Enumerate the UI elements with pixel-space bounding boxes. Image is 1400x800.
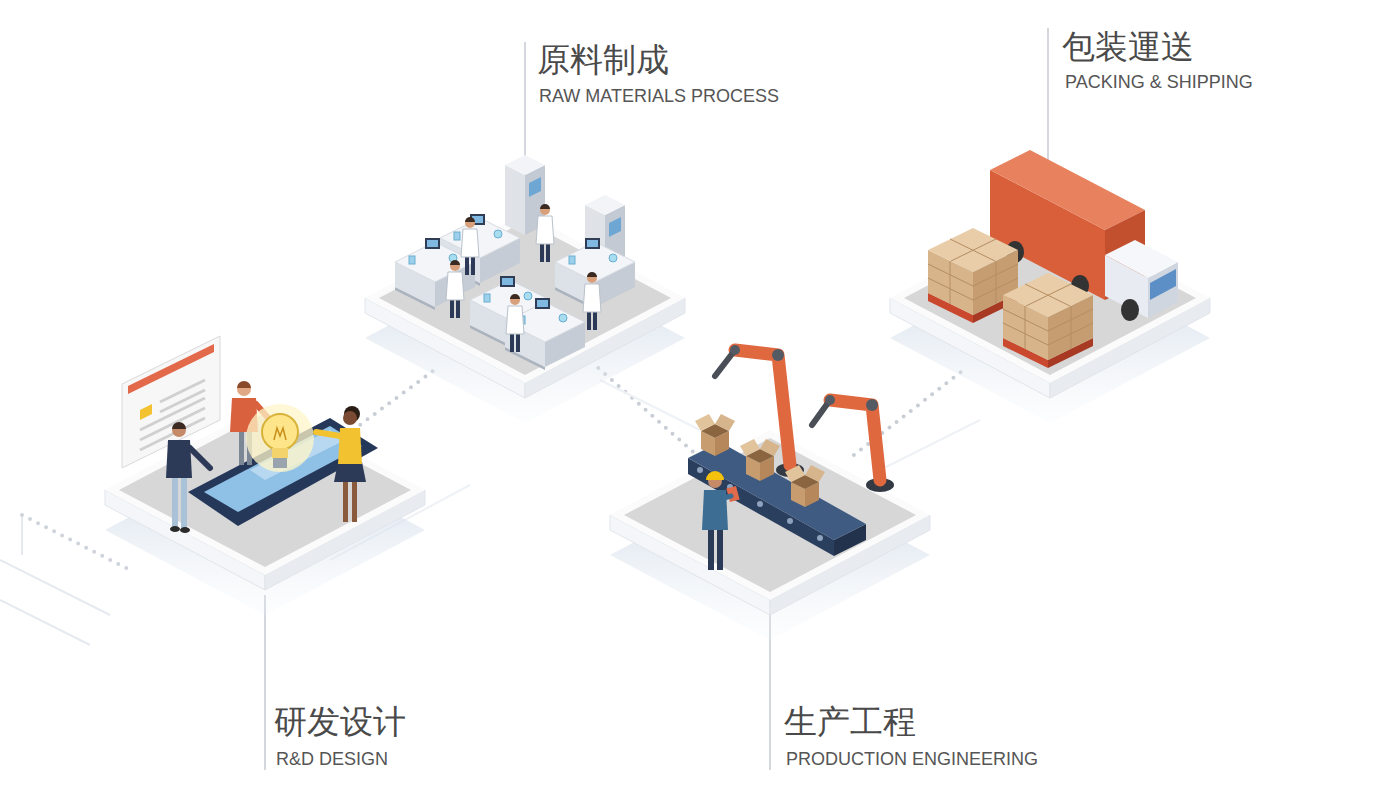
production-scene-part: [785, 465, 825, 507]
rnd-scene-part: [237, 381, 251, 388]
rnd-scene: [122, 336, 378, 533]
rnd-scene-part: [128, 344, 214, 394]
lab-scene: [395, 155, 635, 370]
rnd-scene-part: [343, 478, 348, 522]
rnd-scene-part: [239, 430, 244, 465]
stage-heading: 研发设计: [274, 702, 406, 742]
dotted-connector-line: [598, 368, 696, 455]
stage-heading: 包装運送: [1062, 27, 1194, 67]
rnd-scene-part: [246, 404, 314, 472]
production-scene-part: [730, 345, 740, 355]
shipping-scene-part: [1105, 240, 1178, 278]
production-scene-part: [825, 395, 835, 405]
rnd-scene-part: [140, 380, 205, 450]
stage-platform: 包装運送PACKING & SHIPPING: [930, 238, 1170, 368]
rnd-scene-part: [352, 478, 357, 522]
rnd-scene-part: [272, 448, 288, 458]
rnd-scene-part: [334, 462, 366, 482]
production-scene-part: [688, 442, 866, 540]
stage-platform: 生产工程PRODUCTION ENGINEERING: [650, 455, 890, 585]
production-scene-part: [740, 439, 780, 481]
leader-lines: [265, 28, 1048, 770]
production-scene-part: [706, 471, 724, 480]
rnd-scene-part: [181, 476, 187, 528]
production-scene-part-part: [817, 535, 823, 541]
rnd-scene-part: [190, 448, 210, 468]
rnd-scene-part: [237, 382, 251, 396]
rnd-scene-part: [316, 432, 340, 436]
rnd-scene-part: [262, 414, 298, 450]
production-scene-part: [708, 528, 714, 570]
shipping-scene-part: [1121, 299, 1139, 321]
stage-subtitle: R&D DESIGN: [276, 748, 388, 770]
stage-platform: 研发设计R&D DESIGN: [145, 430, 385, 560]
shipping-scene: [928, 150, 1178, 368]
lab-scene-part: [461, 217, 479, 275]
lab-scene-part: [536, 204, 554, 262]
stage-heading: 生产工程: [784, 702, 916, 742]
rnd-scene-part: [140, 404, 152, 420]
stage-subtitle: PRODUCTION ENGINEERING: [786, 748, 1038, 770]
production-scene-part: [717, 528, 723, 570]
production-scene-part-part: [697, 467, 703, 473]
platforms-part: [365, 213, 685, 423]
platforms: [105, 213, 1210, 640]
leader-lines-part: [264, 595, 266, 770]
production-scene-part: [724, 496, 731, 498]
background-lines-part: [0, 515, 110, 645]
rnd-scene-part: [343, 411, 357, 425]
production-scene-part: [695, 414, 735, 456]
shipping-scene-part: [990, 150, 1145, 230]
production-scene-part-part: [757, 501, 763, 507]
rnd-scene-part: [172, 423, 186, 437]
production-scene-part: [866, 399, 878, 411]
lab-scene-part: [583, 272, 601, 330]
production-scene-part: [772, 349, 784, 361]
rnd-scene-part: [273, 458, 287, 468]
lab-scene-part: [446, 260, 464, 318]
dotted-connector: [598, 368, 696, 455]
production-scene: [688, 345, 894, 570]
rnd-scene-part: [172, 422, 186, 429]
dotted-connector-line: [353, 368, 437, 430]
production-scene-part: [830, 400, 880, 480]
stage-subtitle: PACKING & SHIPPING: [1065, 71, 1253, 93]
rnd-scene-part: [274, 428, 286, 440]
rnd-scene-part: [180, 527, 190, 533]
background-lines-part: [22, 515, 130, 570]
dotted-connector: [353, 368, 437, 430]
lab-scene-part: [506, 294, 524, 352]
rnd-scene-part: [338, 428, 362, 464]
stage-platform: 原料制成RAW MATERIALS PROCESS: [405, 238, 645, 368]
rnd-scene-part: [170, 526, 180, 532]
shipping-scene-part: [1003, 273, 1093, 368]
rnd-scene-part: [172, 476, 178, 528]
stage-heading: 原料制成: [537, 40, 669, 80]
stage-subtitle: RAW MATERIALS PROCESS: [539, 85, 779, 107]
production-scene-part: [726, 486, 739, 502]
production-scene-part-part: [787, 518, 793, 524]
